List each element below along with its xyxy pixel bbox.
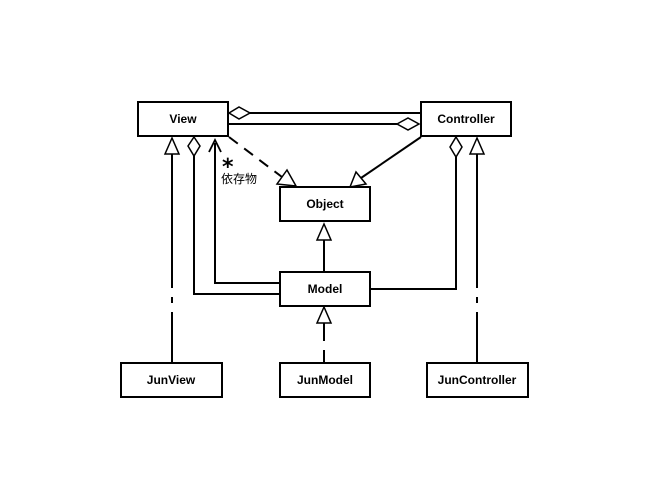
object-generalization-arrowhead-controller <box>348 170 368 188</box>
juncontroller-class-box <box>426 362 529 398</box>
model-view-arrow-line <box>214 143 280 284</box>
model-class-box <box>279 271 371 307</box>
view-class-name: View <box>169 112 197 126</box>
model-view-aggregation-line <box>193 156 280 295</box>
junmodel-class-name: JunModel <box>297 373 353 387</box>
view-aggregation-diamond-bottom <box>187 135 201 158</box>
juncontroller-class-name: JunController <box>438 373 517 387</box>
model-class-name: Model <box>308 282 343 296</box>
object-generalization-arrowhead-model <box>315 222 333 241</box>
view-aggregation-diamond-right <box>227 106 252 120</box>
object-dependency-arrowhead <box>275 168 298 187</box>
controller-generalization-arrowhead <box>468 136 486 155</box>
object-class-box <box>279 186 371 222</box>
dependency-label: 依存物 <box>221 171 257 186</box>
controller-object-line <box>360 136 422 179</box>
controller-class-name: Controller <box>437 112 495 126</box>
junmodel-class-box <box>279 362 371 398</box>
view-open-arrowhead <box>208 137 222 153</box>
controller-class-box <box>420 101 512 137</box>
junview-class-box <box>120 362 223 398</box>
model-generalization-arrowhead <box>315 305 333 324</box>
view-class-box <box>137 101 229 137</box>
object-class-name: Object <box>306 197 343 211</box>
view-object-dependency-line <box>228 136 283 178</box>
controller-aggregation-diamond-left <box>395 117 421 131</box>
view-generalization-arrowhead <box>163 136 181 155</box>
controller-aggregation-diamond-bottom <box>449 135 463 159</box>
dependency-multiplicity: * <box>222 155 234 180</box>
junview-class-name: JunView <box>147 373 196 387</box>
model-controller-aggregation-line <box>370 157 457 290</box>
